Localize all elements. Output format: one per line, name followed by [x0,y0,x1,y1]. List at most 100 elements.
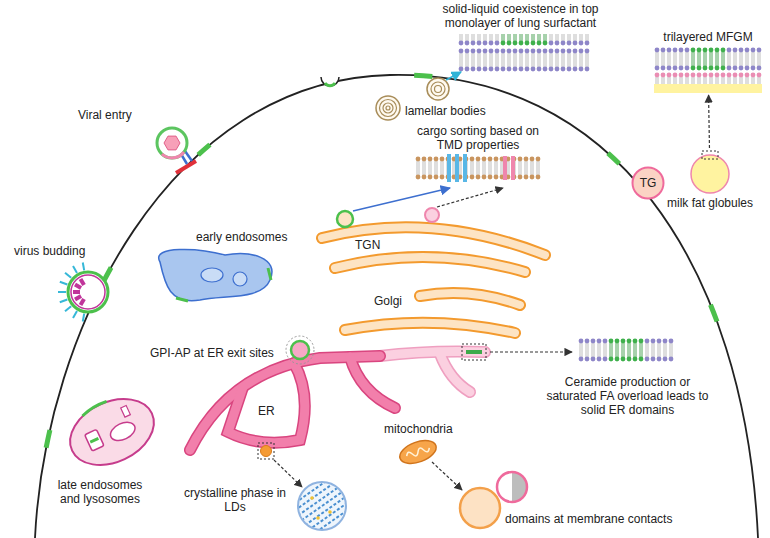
cargo-membrane [415,168,541,180]
cargo-membrane [415,156,541,168]
surfactant-membrane [458,48,590,60]
lipid-droplet [294,484,343,518]
lipid-droplet [287,474,336,508]
lipid-leaflet [654,47,690,59]
ceramide-membrane [608,350,644,362]
early-endosome [201,268,223,282]
viral-entry-vesicle [157,128,187,158]
ceramide-membrane [578,338,674,362]
budding-virus [73,266,77,273]
lipid-leaflet [690,47,726,59]
lipid-droplet [297,489,346,523]
annotation-label: virus budding [14,244,85,258]
golgi-stack [322,227,545,255]
endoplasmic-reticulum [291,341,309,359]
golgi-stack [420,293,520,305]
globule-outline [691,155,729,193]
triglyceride-core [654,84,762,93]
lipid-leaflet [654,72,762,84]
golgi-stack [437,188,503,207]
node-label: trilayered MFGM [663,30,752,44]
surfactant-membrane [458,34,590,72]
annotation-label: late endosomes and lysosomes [50,478,150,506]
endoplasmic-reticulum [380,352,485,357]
early-endosome [159,249,272,300]
annotation-label: Ceramide production or saturated FA over… [545,375,710,417]
annotation-label: domains at membrane contacts [505,512,672,526]
endoplasmic-reticulum [350,357,395,408]
lipid-droplet [261,446,272,457]
cell-membrane [325,83,335,86]
droplet-outline [633,168,664,199]
lipid-droplet [301,494,350,528]
node-label: TG [640,176,657,190]
lamellar-body [446,72,461,80]
annotation-label: Viral entry [78,108,132,122]
early-endosome [233,272,247,286]
lipid-leaflet [690,59,726,71]
lipid-droplet [304,499,353,533]
cell-membrane [35,75,758,538]
budding-virus [83,314,84,322]
budding-virus [74,294,82,301]
lamellar-body [431,82,445,96]
budding-virus [79,278,86,286]
annotation-label: cargo sorting based on TMD properties [408,124,548,152]
budding-virus [65,306,71,311]
endoplasmic-reticulum [380,352,485,357]
lamellar-body [435,86,442,93]
dashed-arrow [708,95,710,148]
cell-membrane [35,75,758,538]
late-endosome [59,386,164,478]
cargo-membrane [415,168,541,180]
trilayer-membrane [652,47,764,93]
late-endosome [81,401,108,416]
golgi-stack [425,208,439,222]
golgi-stack [322,227,545,255]
golgi-stack [337,211,353,227]
budding-virus [65,273,71,278]
golgi-stack [420,293,520,305]
membrane-contact [497,472,527,502]
cell-membrane [321,77,339,86]
ceramide-membrane [608,338,644,350]
ceramide-membrane [578,338,674,350]
lipid-droplet [291,479,340,513]
annotation-label: early endosomes [196,230,287,244]
lipid-droplet [298,482,346,530]
budding-virus [74,283,82,290]
lipid-leaflet [726,59,762,71]
lipid-leaflet [726,59,762,71]
lamellar-body [376,96,400,120]
cargo-membrane [415,156,541,168]
cell-membrane [35,75,758,538]
cargo-membrane [463,154,467,182]
late-endosome [59,386,164,478]
membrane-panel: trilayered MFGM [652,30,764,93]
lipid-leaflet [654,59,690,71]
cargo-membrane [511,156,515,180]
lamellar-body [383,103,393,113]
mitochondrion [432,462,462,490]
annotation-label: mitochondria [384,422,453,436]
membrane-contact [460,488,500,528]
endoplasmic-reticulum [350,357,395,408]
globule-outline [660,150,760,194]
budding-virus [73,290,80,294]
surfactant-membrane [458,60,590,72]
budding-virus [73,311,77,318]
cargo-membrane [503,156,507,180]
lipid-leaflet [654,72,762,84]
budding-virus [71,275,105,309]
lamellar-body [386,106,390,110]
endoplasmic-reticulum [490,351,572,352]
annotation-label: ER [258,404,275,418]
golgi-stack [353,188,450,211]
membrane-contact [497,472,527,502]
endoplasmic-reticulum [462,344,486,360]
surfactant-membrane [458,48,590,60]
late-endosome [121,406,131,418]
lipid-leaflet [726,47,762,59]
lamellar-body [427,78,449,100]
